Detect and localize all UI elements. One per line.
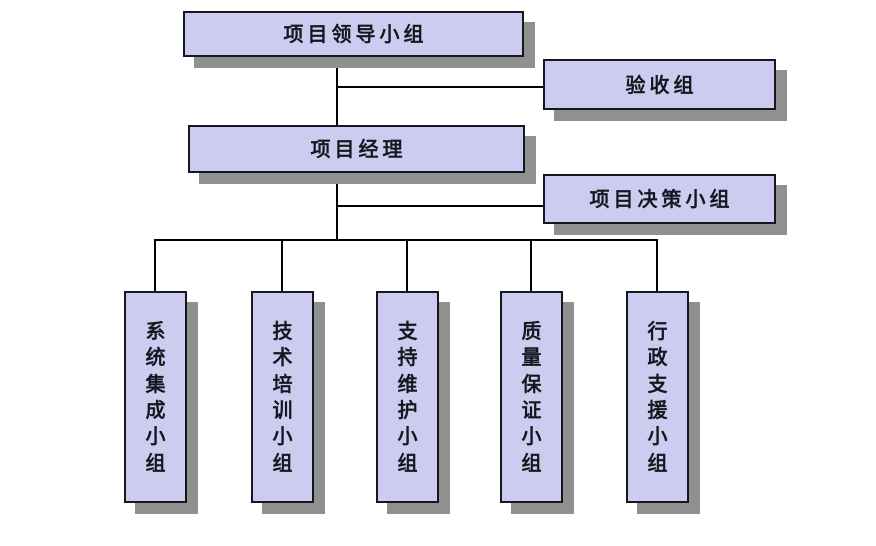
drop-line-team-4 (530, 241, 532, 292)
node-team-quality-assurance-label: 质量保证小组 (521, 318, 542, 475)
node-acceptance-group-label: 验收组 (625, 72, 698, 97)
connector-to-decision (337, 205, 543, 207)
node-decision-group: 项目决策小组 (543, 174, 776, 224)
node-acceptance-group: 验收组 (543, 59, 776, 110)
node-team-technical-training-label: 技术培训小组 (272, 318, 293, 475)
node-team-admin-support: 行政支援小组 (626, 291, 689, 503)
node-decision-group-label: 项目决策小组 (589, 187, 734, 211)
drop-line-team-3 (406, 241, 408, 292)
drop-line-team-2 (281, 241, 283, 292)
node-project-manager-label: 项目经理 (310, 137, 407, 161)
node-team-system-integration-label: 系统集成小组 (145, 318, 166, 475)
connector-to-acceptance (337, 86, 543, 88)
node-team-support-maintenance: 支持维护小组 (376, 291, 439, 503)
connector-leader-to-manager (336, 56, 338, 126)
node-team-admin-support-label: 行政支援小组 (647, 318, 668, 475)
node-project-leader-group-label: 项目领导小组 (283, 22, 428, 46)
drop-line-team-1 (154, 241, 156, 292)
node-project-manager: 项目经理 (188, 125, 525, 173)
node-team-technical-training: 技术培训小组 (251, 291, 314, 503)
drop-line-team-5 (656, 241, 658, 292)
node-team-support-maintenance-label: 支持维护小组 (397, 318, 418, 475)
branch-line (154, 239, 658, 241)
node-team-system-integration: 系统集成小组 (124, 291, 187, 503)
node-project-leader-group: 项目领导小组 (183, 11, 524, 57)
node-team-quality-assurance: 质量保证小组 (500, 291, 563, 503)
